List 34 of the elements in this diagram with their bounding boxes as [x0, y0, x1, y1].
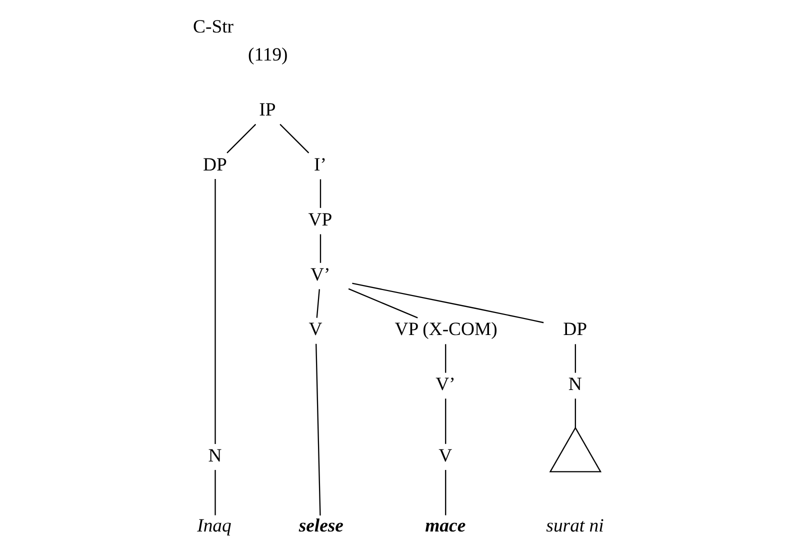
node-text: IP — [258, 99, 276, 120]
node-label: surat ni — [546, 516, 604, 537]
node-text: N — [208, 446, 222, 467]
connector — [574, 398, 576, 428]
connector — [316, 289, 320, 318]
node-text: selese — [298, 516, 343, 537]
connector — [279, 124, 309, 154]
connector — [444, 470, 446, 516]
connector — [574, 344, 576, 373]
node-text: Inaq — [196, 516, 231, 537]
node-triangle — [548, 426, 602, 472]
node-text: I’ — [314, 154, 326, 176]
node-text: V — [308, 319, 322, 340]
label: (119) — [247, 44, 288, 66]
node-text: N — [568, 374, 582, 396]
connector — [319, 179, 321, 208]
connector — [214, 470, 216, 516]
node-text: V — [438, 446, 452, 467]
connector — [352, 282, 544, 324]
connector — [226, 124, 256, 154]
connector — [444, 398, 446, 444]
connector — [315, 344, 320, 516]
node-text: VP — [308, 209, 332, 230]
node-text: V’ — [435, 374, 455, 396]
diagram-title: C-Str — [192, 16, 234, 38]
node-text: V’ — [310, 264, 330, 286]
connector — [319, 234, 321, 263]
connector — [214, 179, 216, 444]
connector — [444, 344, 446, 373]
node-text: VP (X-COM) — [394, 319, 497, 340]
node-text: DP — [562, 319, 587, 340]
node-text: DP — [202, 154, 226, 176]
connector — [348, 288, 418, 318]
node-text: mace — [424, 516, 466, 537]
